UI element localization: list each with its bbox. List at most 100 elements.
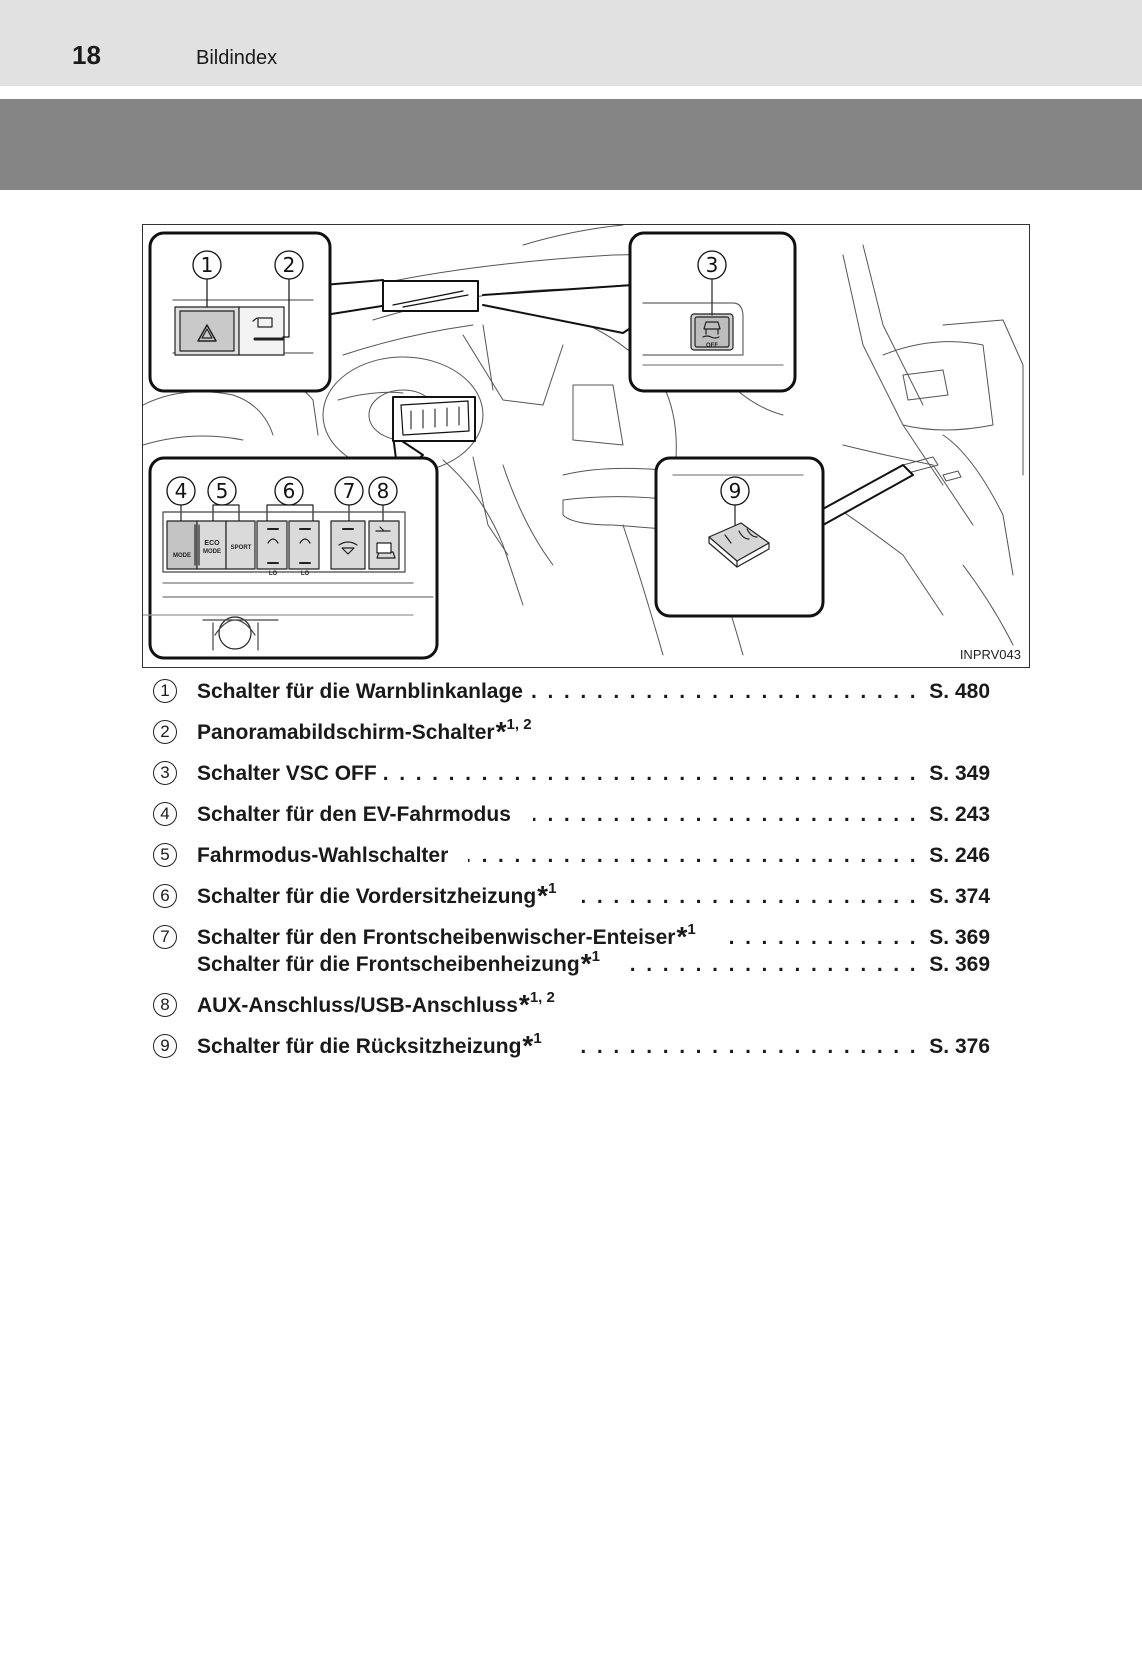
footnote-star: * [537, 880, 548, 911]
vent-panel [383, 281, 478, 441]
entry-line: 9 Schalter für die Rücksitzheizung*1 . .… [150, 1033, 990, 1060]
dashboard-illustration: 1 2 3 4 5 6 7 8 9 MODE ECO MODE SPORT LO… [142, 224, 1030, 668]
footnote-star: * [496, 716, 507, 747]
lo-right-label: LO [301, 571, 310, 577]
entry-line: 8 AUX-Anschluss/USB-Anschluss*1, 2 [150, 992, 990, 1019]
callout-7: 7 [343, 479, 356, 503]
leader-dots: . . . . . . . . . . . . . . . . . . . . … [380, 760, 918, 787]
entry-number: 2 [153, 720, 177, 744]
page-reference: S. 376 [929, 1033, 990, 1060]
entry-text: Schalter für den Frontscheibenwischer-En… [197, 924, 696, 951]
entry-number: 5 [153, 843, 177, 867]
callout-6: 6 [283, 479, 296, 503]
list-item: 2 Panoramabildschirm-Schalter*1, 2 [150, 719, 990, 746]
entry-label: Schalter für die Frontscheibenheizung [197, 953, 580, 976]
entry-label: Schalter für den Frontscheibenwischer-En… [197, 926, 675, 949]
entry-line: 7 Schalter für den Frontscheibenwischer-… [150, 924, 990, 951]
page-reference: S. 369 [929, 951, 990, 978]
leader-dots: . . . . . . . . . . . . . . . . . . . . … [570, 1033, 918, 1060]
page-reference: S. 480 [929, 678, 990, 705]
entry-line: 5 Fahrmodus-Wahlschalter . . . . . . . .… [150, 842, 990, 869]
footnote-star: * [519, 989, 530, 1020]
entry-line: 6 Schalter für die Vordersitzheizung*1 .… [150, 883, 990, 910]
entry-line: 1 Schalter für die Warnblinkanlage . . .… [150, 678, 990, 705]
dashboard-drawing: 1 2 3 4 5 6 7 8 9 MODE ECO MODE SPORT LO… [143, 225, 1029, 667]
entry-number: 6 [153, 884, 177, 908]
entry-number: 7 [153, 925, 177, 949]
page-header: 18 Bildindex [0, 0, 1142, 86]
callout-1: 1 [201, 253, 214, 277]
entry-text: Fahrmodus-Wahlschalter [197, 842, 448, 869]
footnote-ref: 1 [592, 948, 600, 965]
footnote-ref: 1 [548, 880, 556, 897]
leader-dots: . . . . . . . . . . . . . . . . . . . . … [630, 951, 918, 978]
callout-5: 5 [216, 479, 229, 503]
list-item: 3 Schalter VSC OFF . . . . . . . . . . .… [150, 760, 990, 787]
list-item: 8 AUX-Anschluss/USB-Anschluss*1, 2 [150, 992, 990, 1019]
footnote-star: * [581, 948, 592, 979]
entry-line: 2 Panoramabildschirm-Schalter*1, 2 [150, 719, 990, 746]
entry-label: Fahrmodus-Wahlschalter [197, 844, 448, 867]
list-item: 1 Schalter für die Warnblinkanlage . . .… [150, 678, 990, 705]
footnote-ref: 1, 2 [507, 716, 532, 733]
page-reference: S. 369 [929, 924, 990, 951]
callout-4: 4 [175, 479, 188, 503]
entry-label: AUX-Anschluss/USB-Anschluss [197, 994, 518, 1017]
list-item: 5 Fahrmodus-Wahlschalter . . . . . . . .… [150, 842, 990, 869]
footnote-ref: 1, 2 [530, 989, 555, 1006]
lo-left-label: LO [269, 571, 278, 577]
ev-mode-label: MODE [173, 553, 191, 559]
leader-dots: . . . . . . . . . . . . . . . . . . . . … [728, 924, 918, 951]
entry-label: Schalter für den EV-Fahrmodus [197, 803, 511, 826]
entry-line: Schalter für die Frontscheibenheizung*1 … [150, 951, 990, 978]
page-number: 18 [72, 40, 101, 71]
page-reference: S. 246 [929, 842, 990, 869]
footnote-star: * [676, 921, 687, 952]
footnote-ref: 1 [687, 921, 695, 938]
entry-label: Panoramabildschirm-Schalter [197, 721, 495, 744]
entry-number: 3 [153, 761, 177, 785]
index-list: 1 Schalter für die Warnblinkanlage . . .… [150, 678, 990, 1074]
entry-text: Schalter für die Warnblinkanlage [197, 678, 523, 705]
leader-dots: . . . . . . . . . . . . . . . . . . . . … [468, 842, 918, 869]
list-item: 6 Schalter für die Vordersitzheizung*1 .… [150, 883, 990, 910]
entry-text: Schalter VSC OFF [197, 760, 377, 787]
vsc-off-label: OFF [706, 343, 718, 349]
entry-text: Schalter für die Rücksitzheizung*1 [197, 1033, 542, 1060]
entry-text: Panoramabildschirm-Schalter*1, 2 [197, 719, 532, 746]
entry-text: Schalter für den EV-Fahrmodus [197, 801, 511, 828]
page-reference: S. 349 [929, 760, 990, 787]
entry-number: 8 [153, 993, 177, 1017]
page-reference: S. 243 [929, 801, 990, 828]
entry-text: Schalter für die Frontscheibenheizung*1 [197, 951, 600, 978]
entry-label: Schalter VSC OFF [197, 762, 377, 785]
eco-mode-label: MODE [203, 549, 221, 555]
footnote-ref: 1 [533, 1030, 541, 1047]
eco-label: ECO [204, 540, 220, 547]
inset-hazard-panorama [150, 233, 330, 391]
entry-number: 1 [153, 679, 177, 703]
callout-3: 3 [706, 253, 719, 277]
leader-dots: . . . . . . . . . . . . . . . . . . . . … [533, 801, 918, 828]
entry-number: 4 [153, 802, 177, 826]
entry-text: Schalter für die Vordersitzheizung*1 [197, 883, 556, 910]
entry-line: 3 Schalter VSC OFF . . . . . . . . . . .… [150, 760, 990, 787]
list-item: 7 Schalter für den Frontscheibenwischer-… [150, 924, 990, 978]
leader-dots: . . . . . . . . . . . . . . . . . . . . … [582, 883, 918, 910]
entry-label: Schalter für die Warnblinkanlage [197, 680, 523, 703]
entry-label: Schalter für die Rücksitzheizung [197, 1035, 521, 1058]
chapter-band [0, 99, 1142, 190]
sport-label: SPORT [231, 545, 252, 551]
footnote-star: * [522, 1030, 533, 1061]
callout-8: 8 [377, 479, 390, 503]
entry-text: AUX-Anschluss/USB-Anschluss*1, 2 [197, 992, 555, 1019]
figure-id: INPRV043 [960, 647, 1021, 662]
list-item: 9 Schalter für die Rücksitzheizung*1 . .… [150, 1033, 990, 1060]
entry-number: 9 [153, 1034, 177, 1058]
callout-9: 9 [729, 479, 742, 503]
entry-line: 4 Schalter für den EV-Fahrmodus . . . . … [150, 801, 990, 828]
page-reference: S. 374 [929, 883, 990, 910]
list-item: 4 Schalter für den EV-Fahrmodus . . . . … [150, 801, 990, 828]
entry-label: Schalter für die Vordersitzheizung [197, 885, 536, 908]
leader-dots: . . . . . . . . . . . . . . . . . . . . … [530, 678, 918, 705]
